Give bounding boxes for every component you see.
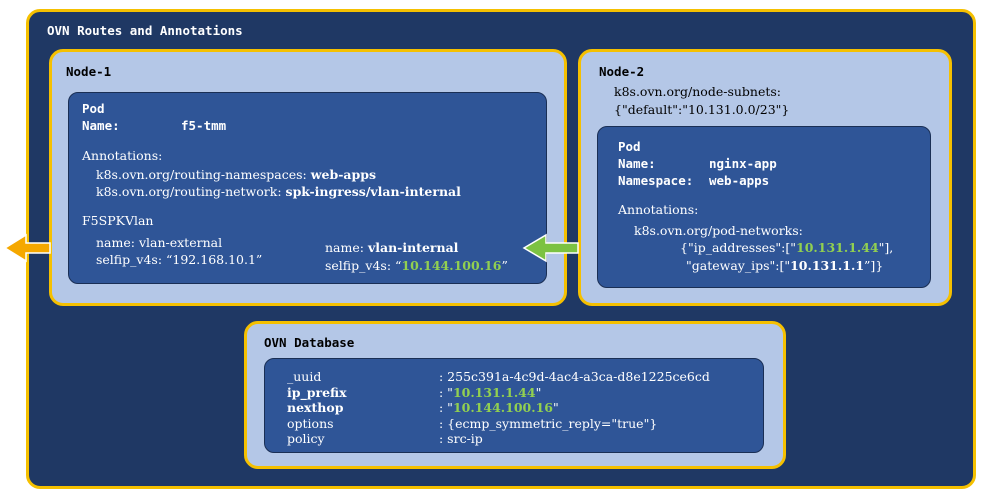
node-1-pod-box: Pod Name: f5-tmm Annotations: k8s.ovn.or… [68,92,547,284]
pod-ip-addresses: {"ip_addresses":["10.131.1.44"], [680,240,893,256]
pod-heading: Pod [82,101,105,116]
routing-network-value: spk-ingress/vlan-internal [285,184,461,199]
pod-traffic-arrow-icon [522,233,579,263]
ovn-database-label: OVN Database [264,335,355,350]
ip-addresses-value: 10.131.1.44 [796,240,879,255]
db-row-key: nexthop [287,400,344,415]
pod-namespace-value: web-apps [709,173,770,188]
ip-addresses-suffix: "], [878,240,894,255]
db-row-key: options [287,415,334,431]
db-row-value-highlight: 10.131.1.44 [452,384,536,400]
annotations-label: Annotations: [618,202,699,217]
routing-namespaces-annotation: k8s.ovn.org/routing-namespaces: web-apps [96,167,376,183]
pod-namespace-key: Namespace: [618,173,694,188]
node-1-panel: Node-1 Pod Name: f5-tmm Annotations: k8s… [49,49,567,306]
db-row-key: _uuid [287,369,322,384]
diagram-frame: OVN Routes and Annotations Node-1 Pod Na… [26,9,976,489]
db-row-value-prefix: : src-ip [439,431,483,446]
db-row-value: : "10.144.100.16" [439,400,559,416]
routing-network-key: k8s.ovn.org/routing-network: [96,184,282,199]
gateway-ips-prefix: "gateway_ips":[" [686,258,791,273]
vlan-internal-selfip-close: ” [501,258,508,273]
node-1-label: Node-1 [66,64,112,79]
egress-arrow-icon [3,233,51,263]
pod-gateway-ips: "gateway_ips":["10.131.1.1”]} [686,258,883,274]
ovn-database-panel: OVN Database _uuid : 255c391a-4c9d-4ac4-a… [244,321,786,469]
db-row-value-highlight: 10.144.100.16 [452,400,553,415]
pod-heading: Pod [618,139,641,154]
routing-namespaces-key: k8s.ovn.org/routing-namespaces: [96,167,307,182]
vlan-internal-name-key: name: [325,240,364,255]
db-row-key: ip_prefix [287,384,347,400]
db-row-value-suffix: " [535,384,542,400]
vlan-internal-selfip-key: selfip_v4s: “ [325,258,402,273]
routing-network-annotation: k8s.ovn.org/routing-network: spk-ingress… [96,184,461,200]
db-row-key: policy [287,431,325,446]
vlan-internal-name-value: vlan-internal [367,240,459,255]
pod-networks-key: k8s.ovn.org/pod-networks: [634,223,803,238]
db-row-value-prefix: : " [439,400,453,415]
vlan-internal-selfip-value: 10.144.100.16 [401,258,502,273]
vlan-external-selfip: selfip_v4s: “192.168.10.1” [96,252,263,267]
vlan-internal-selfip: selfip_v4s: “10.144.100.16” [325,258,508,274]
ip-addresses-prefix: {"ip_addresses":[" [680,240,797,255]
annotations-label: Annotations: [82,148,163,163]
pod-name-key: Name: [618,156,656,171]
ovn-database-table: _uuid : 255c391a-4c9d-4ac4-a3ca-d8e1225ce… [264,358,764,453]
pod-name-key: Name: [82,118,120,133]
db-row-value: : 255c391a-4c9d-4ac4-a3ca-d8e1225ce6cd [439,369,710,385]
routing-namespaces-value: web-apps [310,167,376,182]
node-2-label: Node-2 [599,64,645,79]
f5spkvlan-label: F5SPKVlan [82,213,154,228]
node-subnets-key: k8s.ovn.org/node-subnets: [614,84,782,99]
db-row-value-prefix: : 255c391a-4c9d-4ac4-a3ca-d8e1225ce6cd [439,369,710,384]
db-row-value: : {ecmp_symmetric_reply="true"} [439,416,657,432]
pod-name-value: f5-tmm [181,118,227,133]
gateway-ips-value: 10.131.1.1 [790,258,865,273]
db-row-value-prefix: : " [439,384,453,400]
node-subnets-value: {"default":"10.131.0.0/23"} [614,102,790,117]
vlan-internal-name: name: vlan-internal [325,240,458,256]
db-row-value: : src-ip [439,431,483,447]
gateway-ips-suffix: ”]} [864,258,884,273]
db-row-value-suffix: " [552,400,559,415]
db-row-value-prefix: : {ecmp_symmetric_reply="true"} [439,415,658,431]
node-2-pod-box: Pod Name: nginx-app Namespace: web-apps … [597,126,931,288]
node-2-panel: Node-2 k8s.ovn.org/node-subnets: {"defau… [578,49,952,306]
diagram-title: OVN Routes and Annotations [47,23,243,38]
pod-name-value: nginx-app [709,156,777,171]
vlan-external-name: name: vlan-external [96,235,223,250]
db-row-value: : "10.131.1.44" [439,385,541,401]
